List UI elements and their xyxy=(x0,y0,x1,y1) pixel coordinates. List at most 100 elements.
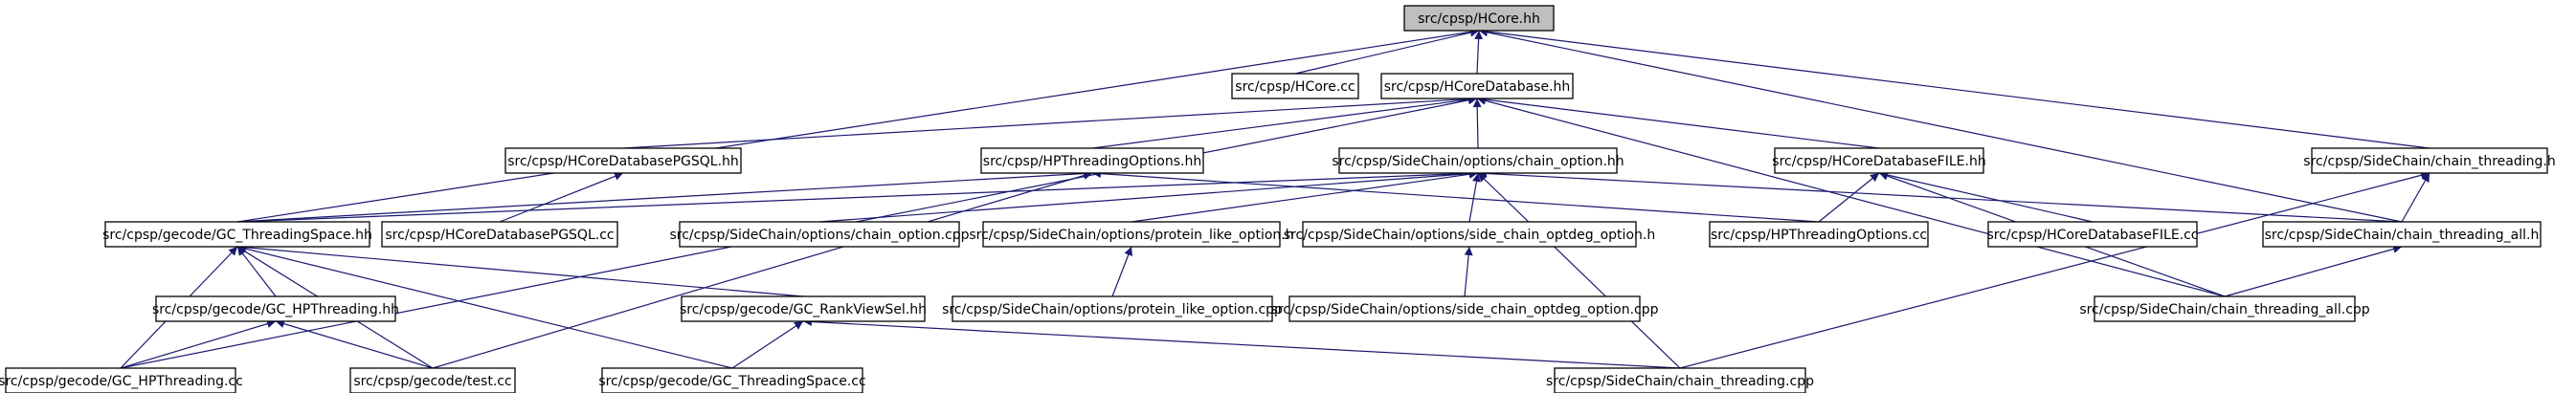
node-label: src/cpsp/HCore.cc xyxy=(1235,79,1355,95)
edge-n12-to-n6 xyxy=(1468,172,1481,223)
node-box xyxy=(381,221,618,248)
node-n5[interactable]: src/cpsp/HPThreadingOptions.hh xyxy=(980,147,1204,174)
node-n3[interactable]: src/cpsp/SideChain/chain_threading.h xyxy=(2303,147,2556,174)
edge-n1-to-n0 xyxy=(1294,28,1480,75)
nodes-layer: src/cpsp/HCore.hh src/cpsp/HCore.cc src/cp… xyxy=(0,5,2556,393)
node-n1[interactable]: src/cpsp/HCore.cc xyxy=(1231,73,1359,99)
node-box xyxy=(1554,367,1806,393)
edge-n10-to-n6 xyxy=(818,169,1479,223)
node-n8[interactable]: src/cpsp/gecode/GC_ThreadingSpace.hh xyxy=(102,221,372,248)
edge-n19-to-n12 xyxy=(1464,246,1473,297)
node-label: src/cpsp/gecode/GC_ThreadingSpace.cc xyxy=(598,374,865,389)
node-label: src/cpsp/gecode/GC_HPThreading.cc xyxy=(0,374,243,389)
edge-n24-to-n3 xyxy=(1679,170,2430,369)
node-label: src/cpsp/HCore.hh xyxy=(1418,11,1540,27)
node-label: src/cpsp/SideChain/chain_threading_all.c… xyxy=(2079,302,2369,317)
node-n11[interactable]: src/cpsp/SideChain/options/protein_like_… xyxy=(969,221,1294,248)
node-label: src/cpsp/SideChain/options/side_chain_op… xyxy=(1270,302,1658,317)
node-box xyxy=(2262,221,2542,248)
edge-n15-to-n0 xyxy=(1478,28,2403,223)
edge-n14-to-n7 xyxy=(1878,170,2094,223)
edge-n13-to-n5 xyxy=(1091,169,1820,223)
node-box xyxy=(982,221,1281,248)
edge-n8-to-n0 xyxy=(236,27,1480,223)
node-n7[interactable]: src/cpsp/HCoreDatabaseFILE.hh xyxy=(1772,147,1986,174)
node-label: src/cpsp/HCoreDatabasePGSQL.cc xyxy=(385,228,614,243)
node-n10[interactable]: src/cpsp/SideChain/options/chain_option.… xyxy=(669,221,970,248)
edge-n2-to-n0 xyxy=(1474,30,1484,75)
edge-n18-to-n11 xyxy=(1111,246,1132,297)
node-label: src/cpsp/SideChain/options/chain_option.… xyxy=(669,228,969,243)
node-box xyxy=(104,221,370,248)
edge-n21-to-n16 xyxy=(120,319,277,369)
node-label: src/cpsp/HPThreadingOptions.cc xyxy=(1711,228,1927,243)
edge-n23-to-n8 xyxy=(236,244,733,369)
node-label: src/cpsp/SideChain/chain_threading.h xyxy=(2303,154,2555,169)
edge-n9-to-n4 xyxy=(499,172,624,223)
node-n23[interactable]: src/cpsp/gecode/GC_ThreadingSpace.cc xyxy=(598,367,866,393)
node-box xyxy=(681,295,926,322)
edge-n23-to-n17 xyxy=(731,320,804,369)
edge-n6-to-n2 xyxy=(1472,98,1482,149)
node-label: src/cpsp/HCoreDatabasePGSQL.hh xyxy=(507,154,739,169)
node-label: src/cpsp/SideChain/options/chain_option.… xyxy=(1332,154,1624,169)
node-n14[interactable]: src/cpsp/HCoreDatabaseFILE.cc xyxy=(1986,221,2199,248)
edge-n15-to-n3 xyxy=(2401,172,2430,223)
edges-layer xyxy=(120,27,2430,369)
node-box xyxy=(349,367,516,393)
node-n16[interactable]: src/cpsp/gecode/GC_HPThreading.hh xyxy=(152,295,399,322)
edge-n24-to-n17 xyxy=(802,317,1681,369)
edge-n20-to-n2 xyxy=(1476,96,2226,297)
node-box xyxy=(601,367,863,393)
edge-n11-to-n6 xyxy=(1131,169,1479,223)
node-n21[interactable]: src/cpsp/gecode/GC_HPThreading.cc xyxy=(0,367,243,393)
node-n6[interactable]: src/cpsp/SideChain/options/chain_option.… xyxy=(1332,147,1624,174)
node-box xyxy=(980,147,1204,174)
edge-n8-to-n5 xyxy=(236,169,1093,223)
node-label: src/cpsp/gecode/GC_ThreadingSpace.hh xyxy=(102,228,372,243)
node-box xyxy=(1380,73,1574,99)
node-box xyxy=(1288,295,1641,322)
node-label: src/cpsp/SideChain/options/protein_like_… xyxy=(969,228,1293,243)
node-box xyxy=(1338,147,1618,174)
node-box xyxy=(1403,5,1555,32)
node-label: src/cpsp/HPThreadingOptions.hh xyxy=(983,154,1201,169)
node-n18[interactable]: src/cpsp/SideChain/options/protein_like_… xyxy=(942,295,1283,322)
edge-n13-to-n7 xyxy=(1818,172,1880,223)
node-n12[interactable]: src/cpsp/SideChain/options/side_chain_op… xyxy=(1284,221,1655,248)
node-n0[interactable]: src/cpsp/HCore.hh xyxy=(1403,5,1555,32)
edge-n22-to-n16 xyxy=(275,319,434,369)
node-box xyxy=(1774,147,1984,174)
edge-n7-to-n2 xyxy=(1476,95,1880,149)
node-n20[interactable]: src/cpsp/SideChain/chain_threading_all.c… xyxy=(2079,295,2370,322)
node-box xyxy=(2094,295,2356,322)
node-n22[interactable]: src/cpsp/gecode/test.cc xyxy=(349,367,516,393)
edge-n16-to-n8 xyxy=(236,246,277,297)
edge-n4-to-n2 xyxy=(622,95,1478,149)
node-n13[interactable]: src/cpsp/HPThreadingOptions.cc xyxy=(1709,221,1929,248)
edge-n15-to-n6 xyxy=(1477,168,2403,223)
edge-n3-to-n0 xyxy=(1478,27,2430,149)
node-n15[interactable]: src/cpsp/SideChain/chain_threading_all.h xyxy=(2262,221,2542,248)
node-n9[interactable]: src/cpsp/HCoreDatabasePGSQL.cc xyxy=(381,221,618,248)
node-n2[interactable]: src/cpsp/HCoreDatabase.hh xyxy=(1380,73,1574,99)
edge-n22-to-n5 xyxy=(432,171,1093,369)
node-n4[interactable]: src/cpsp/HCoreDatabasePGSQL.hh xyxy=(504,147,742,174)
node-box xyxy=(2311,147,2548,174)
node-label: src/cpsp/HCoreDatabase.hh xyxy=(1384,79,1571,95)
node-n24[interactable]: src/cpsp/SideChain/chain_threading.cpp xyxy=(1546,367,1814,393)
node-label: src/cpsp/SideChain/options/protein_like_… xyxy=(942,302,1283,317)
node-box xyxy=(5,367,236,393)
node-label: src/cpsp/HCoreDatabaseFILE.hh xyxy=(1772,154,1985,169)
node-label: src/cpsp/gecode/GC_RankViewSel.hh xyxy=(680,302,927,317)
edge-n5-to-n2 xyxy=(1091,95,1478,149)
node-n19[interactable]: src/cpsp/SideChain/options/side_chain_op… xyxy=(1270,295,1659,322)
node-box xyxy=(1709,221,1929,248)
node-n17[interactable]: src/cpsp/gecode/GC_RankViewSel.hh xyxy=(680,295,927,322)
node-box xyxy=(952,295,1273,322)
node-label: src/cpsp/SideChain/chain_threading.cpp xyxy=(1546,374,1814,389)
node-label: src/cpsp/HCoreDatabaseFILE.cc xyxy=(1986,228,2198,243)
edge-n17-to-n8 xyxy=(236,243,804,297)
node-label: src/cpsp/SideChain/chain_threading_all.h xyxy=(2265,228,2540,243)
